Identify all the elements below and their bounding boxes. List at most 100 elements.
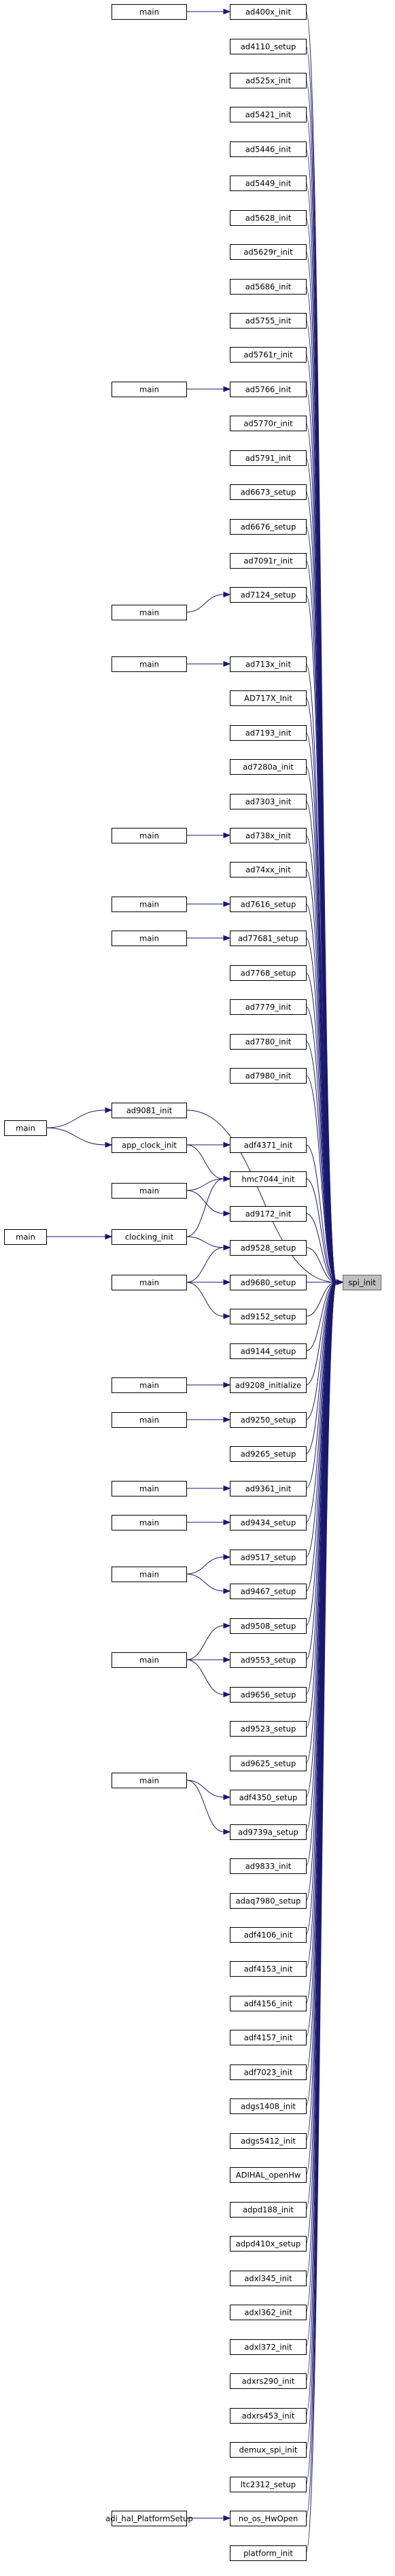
node-main13[interactable]: main bbox=[111, 1567, 187, 1582]
node-ad5755_init[interactable]: ad5755_init bbox=[230, 313, 307, 329]
node-ad9081_init[interactable]: ad9081_init bbox=[111, 1103, 187, 1118]
node-ad7779_init[interactable]: ad7779_init bbox=[230, 999, 307, 1015]
node-ad7091r_init[interactable]: ad7091r_init bbox=[230, 553, 307, 569]
node-adf4157_init[interactable]: adf4157_init bbox=[230, 2030, 307, 2045]
node-ad6676_setup[interactable]: ad6676_setup bbox=[230, 519, 307, 535]
node-main9[interactable]: main bbox=[111, 1377, 187, 1393]
node-ad5770r_init[interactable]: ad5770r_init bbox=[230, 416, 307, 431]
node-adxrs290_init[interactable]: adxrs290_init bbox=[230, 2373, 307, 2389]
node-main0[interactable]: main bbox=[111, 4, 187, 20]
node-main15[interactable]: main bbox=[111, 1773, 187, 1788]
node-ad5766_init[interactable]: ad5766_init bbox=[230, 382, 307, 397]
node-main2[interactable]: main bbox=[111, 605, 187, 620]
node-AD717X_Init[interactable]: AD717X_Init bbox=[230, 690, 307, 706]
node-ad9833_init[interactable]: ad9833_init bbox=[230, 1858, 307, 1874]
node-adxrs453_init[interactable]: adxrs453_init bbox=[230, 2408, 307, 2424]
node-adi_hal_platform[interactable]: adi_hal_PlatformSetup bbox=[105, 2511, 193, 2526]
node-clocking_init[interactable]: clocking_init bbox=[111, 1229, 187, 1245]
node-ad7780_init[interactable]: ad7780_init bbox=[230, 1034, 307, 1050]
node-ad7303_init[interactable]: ad7303_init bbox=[230, 794, 307, 809]
node-ad9739a_setup[interactable]: ad9739a_setup bbox=[230, 1824, 307, 1840]
node-ad9208_initialize[interactable]: ad9208_initialize bbox=[230, 1377, 307, 1393]
node-ad9434_setup[interactable]: ad9434_setup bbox=[230, 1515, 307, 1530]
node-ad9528_setup[interactable]: ad9528_setup bbox=[230, 1240, 307, 1256]
node-ad9523_setup[interactable]: ad9523_setup bbox=[230, 1721, 307, 1737]
node-ad7280a_init[interactable]: ad7280a_init bbox=[230, 759, 307, 775]
node-adgs5412_init[interactable]: adgs5412_init bbox=[230, 2133, 307, 2149]
node-ad9467_setup[interactable]: ad9467_setup bbox=[230, 1584, 307, 1599]
node-adf4106_init[interactable]: adf4106_init bbox=[230, 1927, 307, 1943]
node-ad9152_setup[interactable]: ad9152_setup bbox=[230, 1309, 307, 1324]
node-ad5761r_init[interactable]: ad5761r_init bbox=[230, 347, 307, 363]
node-main5[interactable]: main bbox=[111, 897, 187, 912]
node-adxl345_init[interactable]: adxl345_init bbox=[230, 2271, 307, 2286]
node-ad4110_setup[interactable]: ad4110_setup bbox=[230, 39, 307, 54]
node-ad9144_setup[interactable]: ad9144_setup bbox=[230, 1343, 307, 1359]
node-ad713x_init[interactable]: ad713x_init bbox=[230, 656, 307, 672]
node-ad77681_setup[interactable]: ad77681_setup bbox=[230, 931, 307, 946]
edge-main_a-to-ad9081_init bbox=[46, 1107, 113, 1128]
node-adaq7980_setup[interactable]: adaq7980_setup bbox=[230, 1893, 307, 1909]
node-ad5791_init[interactable]: ad5791_init bbox=[230, 450, 307, 466]
node-ad9656_setup[interactable]: ad9656_setup bbox=[230, 1687, 307, 1703]
node-ADIHAL_openHw[interactable]: ADIHAL_openHw bbox=[230, 2167, 307, 2183]
node-adf4350_setup[interactable]: adf4350_setup bbox=[230, 1790, 307, 1805]
node-ltc2312_setup[interactable]: ltc2312_setup bbox=[230, 2477, 307, 2492]
node-ad5421_init[interactable]: ad5421_init bbox=[230, 107, 307, 122]
node-no_os_HwOpen[interactable]: no_os_HwOpen bbox=[230, 2511, 307, 2526]
node-main1[interactable]: main bbox=[111, 382, 187, 397]
node-main_a[interactable]: main bbox=[4, 1120, 47, 1136]
node-ad9265_setup[interactable]: ad9265_setup bbox=[230, 1446, 307, 1462]
node-demux_spi_init[interactable]: demux_spi_init bbox=[230, 2442, 307, 2458]
node-app_clock_init[interactable]: app_clock_init bbox=[111, 1137, 187, 1153]
node-main8[interactable]: main bbox=[111, 1275, 187, 1290]
node-ad9625_setup[interactable]: ad9625_setup bbox=[230, 1756, 307, 1771]
node-ad9553_setup[interactable]: ad9553_setup bbox=[230, 1652, 307, 1668]
node-main4[interactable]: main bbox=[111, 828, 187, 843]
node-main7[interactable]: main bbox=[111, 1183, 187, 1199]
node-ad7616_setup[interactable]: ad7616_setup bbox=[230, 897, 307, 912]
node-ad7768_setup[interactable]: ad7768_setup bbox=[230, 965, 307, 981]
node-adxl372_init[interactable]: adxl372_init bbox=[230, 2339, 307, 2355]
node-adf4371_init[interactable]: adf4371_init bbox=[230, 1137, 307, 1153]
node-adgs1408_init[interactable]: adgs1408_init bbox=[230, 2098, 307, 2114]
node-main11[interactable]: main bbox=[111, 1481, 187, 1496]
node-ad7980_init[interactable]: ad7980_init bbox=[230, 1068, 307, 1084]
node-ad9680_setup[interactable]: ad9680_setup bbox=[230, 1275, 307, 1290]
node-main12[interactable]: main bbox=[111, 1515, 187, 1530]
node-adf7023_init[interactable]: adf7023_init bbox=[230, 2064, 307, 2080]
node-ad7193_init[interactable]: ad7193_init bbox=[230, 725, 307, 741]
node-ad7124_setup[interactable]: ad7124_setup bbox=[230, 587, 307, 603]
node-ad738x_init[interactable]: ad738x_init bbox=[230, 828, 307, 843]
node-adf4156_init[interactable]: adf4156_init bbox=[230, 1996, 307, 2011]
node-ad74xx_init[interactable]: ad74xx_init bbox=[230, 862, 307, 877]
node-ad400x_init[interactable]: ad400x_init bbox=[230, 4, 307, 20]
node-adpd410x_setup[interactable]: adpd410x_setup bbox=[230, 2236, 307, 2252]
node-ad9361_init[interactable]: ad9361_init bbox=[230, 1481, 307, 1496]
node-ad5446_init[interactable]: ad5446_init bbox=[230, 141, 307, 157]
node-ad5628_init[interactable]: ad5628_init bbox=[230, 210, 307, 226]
node-ad9250_setup[interactable]: ad9250_setup bbox=[230, 1412, 307, 1428]
node-platform_init[interactable]: platform_init bbox=[230, 2545, 307, 2561]
node-box bbox=[230, 519, 307, 535]
node-main14[interactable]: main bbox=[111, 1652, 187, 1668]
node-label: main bbox=[139, 660, 159, 669]
node-main6[interactable]: main bbox=[111, 931, 187, 946]
node-ad6673_setup[interactable]: ad6673_setup bbox=[230, 484, 307, 500]
node-ad9508_setup[interactable]: ad9508_setup bbox=[230, 1618, 307, 1634]
node-ad5629r_init[interactable]: ad5629r_init bbox=[230, 244, 307, 260]
node-main3[interactable]: main bbox=[111, 656, 187, 672]
node-adf4153_init[interactable]: adf4153_init bbox=[230, 1961, 307, 1977]
node-hmc7044_init[interactable]: hmc7044_init bbox=[230, 1171, 307, 1187]
node-main10[interactable]: main bbox=[111, 1412, 187, 1428]
node-adxl362_init[interactable]: adxl362_init bbox=[230, 2305, 307, 2320]
node-ad525x_init[interactable]: ad525x_init bbox=[230, 73, 307, 88]
node-adpd188_init[interactable]: adpd188_init bbox=[230, 2202, 307, 2218]
node-spi_init[interactable]: spi_init bbox=[343, 1275, 381, 1290]
node-main_b[interactable]: main bbox=[4, 1229, 47, 1245]
node-ad5686_init[interactable]: ad5686_init bbox=[230, 279, 307, 295]
node-ad9172_init[interactable]: ad9172_init bbox=[230, 1206, 307, 1222]
node-label: ad5446_init bbox=[245, 145, 292, 154]
node-ad9517_setup[interactable]: ad9517_setup bbox=[230, 1550, 307, 1565]
node-ad5449_init[interactable]: ad5449_init bbox=[230, 175, 307, 191]
